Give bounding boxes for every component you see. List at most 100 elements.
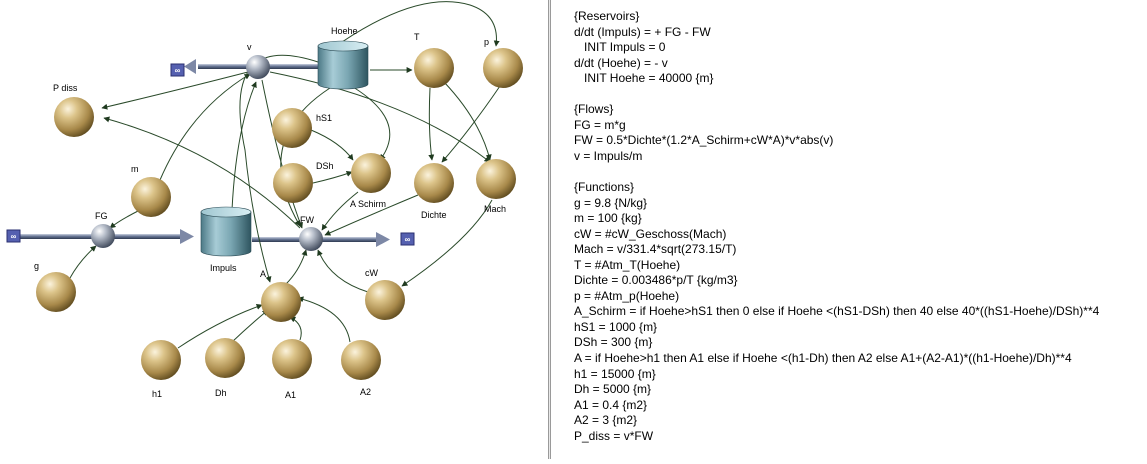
- link-hs1-to-aschirm[interactable]: [310, 129, 354, 161]
- variable-h1-ball: [141, 340, 181, 380]
- reservoir-hoehe[interactable]: Hoehe: [317, 26, 369, 90]
- equation-line: A2 = 3 {m2}: [574, 413, 638, 428]
- infinity-source-fg[interactable]: ∞: [6, 229, 21, 243]
- variable-dh-ball: [205, 338, 245, 378]
- variable-a-label: A: [260, 269, 266, 279]
- variable-cw[interactable]: cW: [365, 268, 405, 320]
- variable-mach[interactable]: Mach: [476, 159, 516, 214]
- variable-cw-ball: [365, 280, 405, 320]
- equation-line: d/dt (Impuls) = + FG - FW: [574, 24, 711, 39]
- link-a-to-fw[interactable]: [285, 249, 308, 285]
- model-diagram-canvas[interactable]: ∞ ∞ ∞: [0, 0, 548, 459]
- variable-m-ball: [131, 177, 171, 217]
- flow-valve-fw[interactable]: FW: [299, 215, 323, 251]
- infinity-box: [170, 63, 185, 77]
- variable-dsh-ball: [273, 163, 313, 203]
- variable-a-schirm[interactable]: A Schirm: [350, 153, 391, 209]
- variable-a-schirm-label: A Schirm: [350, 199, 386, 209]
- equations-panel[interactable]: {Reservoirs}d/dt (Impuls) = + FG - FW IN…: [551, 0, 1147, 459]
- link-t-to-mach[interactable]: [443, 81, 492, 161]
- variable-t[interactable]: T: [414, 32, 454, 88]
- link-aschirm-to-fw[interactable]: [321, 191, 359, 231]
- link-g-to-fg[interactable]: [69, 245, 97, 279]
- link-a2-to-a[interactable]: [297, 296, 351, 343]
- equation-line: P_diss = v*FW: [574, 428, 654, 443]
- flow-valve-v[interactable]: v: [246, 42, 270, 79]
- link-m-to-v[interactable]: [159, 73, 251, 181]
- variable-dh[interactable]: Dh: [205, 338, 245, 398]
- reservoir-hoehe-body: [317, 45, 369, 90]
- reservoir-impuls-top: [200, 206, 252, 218]
- variable-g[interactable]: g: [34, 261, 76, 312]
- reservoir-impuls-body: [200, 211, 252, 257]
- equation-line: Mach = v/331.4*sqrt(273.15/T): [574, 242, 737, 257]
- equation-line: INIT Impuls = 0: [574, 40, 666, 55]
- variable-a2[interactable]: A2: [341, 340, 381, 397]
- equation-line: v = Impuls/m: [574, 148, 643, 163]
- equation-line: [574, 87, 1099, 103]
- variable-dichte-ball: [414, 163, 454, 203]
- variable-m[interactable]: m: [131, 164, 171, 217]
- variable-dichte-label: Dichte: [421, 210, 447, 220]
- variable-a2-label: A2: [360, 387, 371, 397]
- variable-g-ball: [36, 272, 76, 312]
- variable-p-ball: [483, 48, 523, 88]
- equation-line: {Functions}: [574, 180, 635, 195]
- valve-fw-label: FW: [300, 215, 314, 225]
- link-m-to-fg[interactable]: [109, 209, 141, 229]
- link-cw-to-fw[interactable]: [317, 249, 369, 293]
- variable-g-label: g: [34, 261, 39, 271]
- variable-m-label: m: [131, 164, 139, 174]
- flow-pipe-arrowhead: [184, 59, 196, 74]
- infinity-sink-fw[interactable]: ∞: [400, 232, 415, 246]
- reservoir-impuls[interactable]: Impuls: [200, 206, 252, 273]
- link-dsh-to-aschirm[interactable]: [312, 170, 353, 184]
- variable-p-label: p: [484, 37, 489, 47]
- variable-a[interactable]: A: [260, 269, 301, 322]
- variable-p-diss[interactable]: P diss: [53, 83, 94, 137]
- variable-dichte[interactable]: Dichte: [414, 163, 454, 220]
- variable-hs1-label: hS1: [316, 113, 332, 123]
- equations-list: {Reservoirs}d/dt (Impuls) = + FG - FW IN…: [574, 9, 1099, 444]
- link-t-to-dichte[interactable]: [428, 87, 435, 161]
- variable-p[interactable]: p: [483, 37, 523, 88]
- variable-mach-label: Mach: [484, 204, 506, 214]
- equation-line: DSh = 300 {m}: [574, 335, 653, 350]
- link-a1-to-a[interactable]: [289, 316, 302, 341]
- variable-a1[interactable]: A1: [272, 339, 312, 400]
- link-hoehe-to-aschirm[interactable]: [347, 83, 391, 161]
- infinity-box: [6, 229, 21, 243]
- link-hoehe-to-p[interactable]: [341, 1, 500, 47]
- link-v-to-pdiss[interactable]: [101, 71, 249, 110]
- variable-a2-ball: [341, 340, 381, 380]
- link-hoehe-to-fw[interactable]: [280, 87, 331, 227]
- link-hoehe-to-a[interactable]: [239, 54, 319, 283]
- equation-line: {Flows}: [574, 102, 614, 117]
- variable-h1[interactable]: h1: [141, 340, 181, 399]
- variable-hs1[interactable]: hS1: [272, 108, 332, 148]
- panel-divider[interactable]: [548, 0, 551, 459]
- equation-line: FW = 0.5*Dichte*(1.2*A_Schirm+cW*A)*v*ab…: [574, 133, 834, 148]
- flow-pipe-arrowhead: [180, 229, 194, 244]
- link-h1-to-a[interactable]: [177, 303, 263, 349]
- equation-line: FG = m*g: [574, 117, 626, 132]
- link-mach-to-cw[interactable]: [401, 199, 493, 287]
- variable-dh-label: Dh: [215, 388, 227, 398]
- variable-p-diss-label: P diss: [53, 83, 78, 93]
- link-dichte-to-fw[interactable]: [324, 194, 419, 236]
- link-p-to-dichte[interactable]: [441, 85, 501, 163]
- link-v-to-mach[interactable]: [269, 71, 491, 163]
- model-diagram: ∞ ∞ ∞: [6, 1, 523, 400]
- flow-valve-fg[interactable]: FG: [91, 211, 115, 248]
- equation-line: {Reservoirs}: [574, 9, 640, 23]
- flow-pipe-arrowhead: [376, 232, 390, 247]
- infinity-source-sink-hoehe[interactable]: ∞: [170, 63, 185, 77]
- variable-hs1-ball: [272, 108, 312, 148]
- link-impuls-to-v[interactable]: [231, 81, 257, 211]
- equation-line: hS1 = 1000 {m}: [574, 319, 658, 334]
- equation-line: d/dt (Hoehe) = - v: [574, 55, 668, 70]
- variable-mach-ball: [476, 159, 516, 199]
- link-pdiss-fw[interactable]: [103, 116, 301, 229]
- variable-t-label: T: [414, 32, 420, 42]
- variable-dsh[interactable]: DSh: [273, 161, 334, 203]
